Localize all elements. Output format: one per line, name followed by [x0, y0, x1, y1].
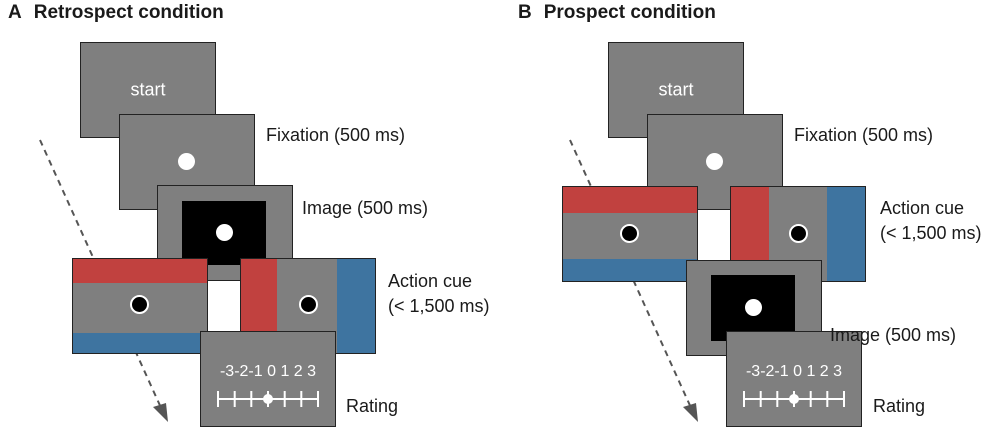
blue-bar — [827, 187, 865, 281]
rating-caption: Rating — [346, 396, 399, 416]
start-label: start — [658, 79, 694, 100]
action-cue-horizontal-screen — [72, 258, 208, 354]
panel-retrospect: A Retrospect condition start -3-2-1 0 1 2… — [8, 2, 490, 427]
action-cue-caption-line2: (< 1,500 ms) — [388, 296, 490, 316]
rating-screen: -3-2-1 0 1 2 3 — [200, 331, 336, 427]
panel-letter: A — [8, 2, 22, 23]
rating-caption: Rating — [873, 396, 926, 416]
rating-scale-numbers: -3-2-1 0 1 2 3 — [219, 363, 317, 380]
red-bar — [563, 187, 697, 213]
fixation-dot — [178, 153, 195, 170]
rating-scale — [217, 391, 319, 407]
start-label: start — [130, 79, 166, 100]
action-cue-caption-line1: Action cue — [880, 198, 965, 218]
fixation-caption: Fixation (500 ms) — [794, 125, 934, 145]
image-caption: Image (500 ms) — [830, 325, 957, 345]
action-cue-horizontal-screen — [562, 186, 698, 282]
action-cue-caption-line2: (< 1,500 ms) — [880, 223, 982, 243]
cue-dot — [130, 295, 149, 314]
fixation-dot — [706, 153, 723, 170]
blue-bar — [337, 259, 375, 353]
rating-scale-numbers: -3-2-1 0 1 2 3 — [745, 363, 843, 380]
panel-prospect: B Prospect condition start -3-2-1 0 1 2 3 — [500, 0, 1000, 430]
rating-scale — [743, 391, 845, 407]
image-dot — [745, 299, 762, 316]
red-bar — [73, 259, 207, 283]
panel-title-text: Prospect condition — [543, 2, 716, 23]
panel-title-text: Retrospect condition — [33, 2, 224, 23]
fixation-caption: Fixation (500 ms) — [266, 125, 406, 145]
panel-title: B Prospect condition — [518, 2, 716, 24]
panel-letter: B — [518, 2, 532, 23]
image-dot — [216, 224, 233, 241]
cue-dot — [299, 295, 318, 314]
panel-title: A Retrospect condition — [8, 2, 224, 24]
action-cue-caption-line1: Action cue — [388, 271, 473, 291]
image-caption: Image (500 ms) — [302, 198, 429, 218]
cue-dot — [620, 224, 639, 243]
rating-screen: -3-2-1 0 1 2 3 — [726, 331, 862, 427]
blue-bar — [73, 333, 207, 353]
cue-dot — [789, 224, 808, 243]
blue-bar — [563, 259, 697, 281]
